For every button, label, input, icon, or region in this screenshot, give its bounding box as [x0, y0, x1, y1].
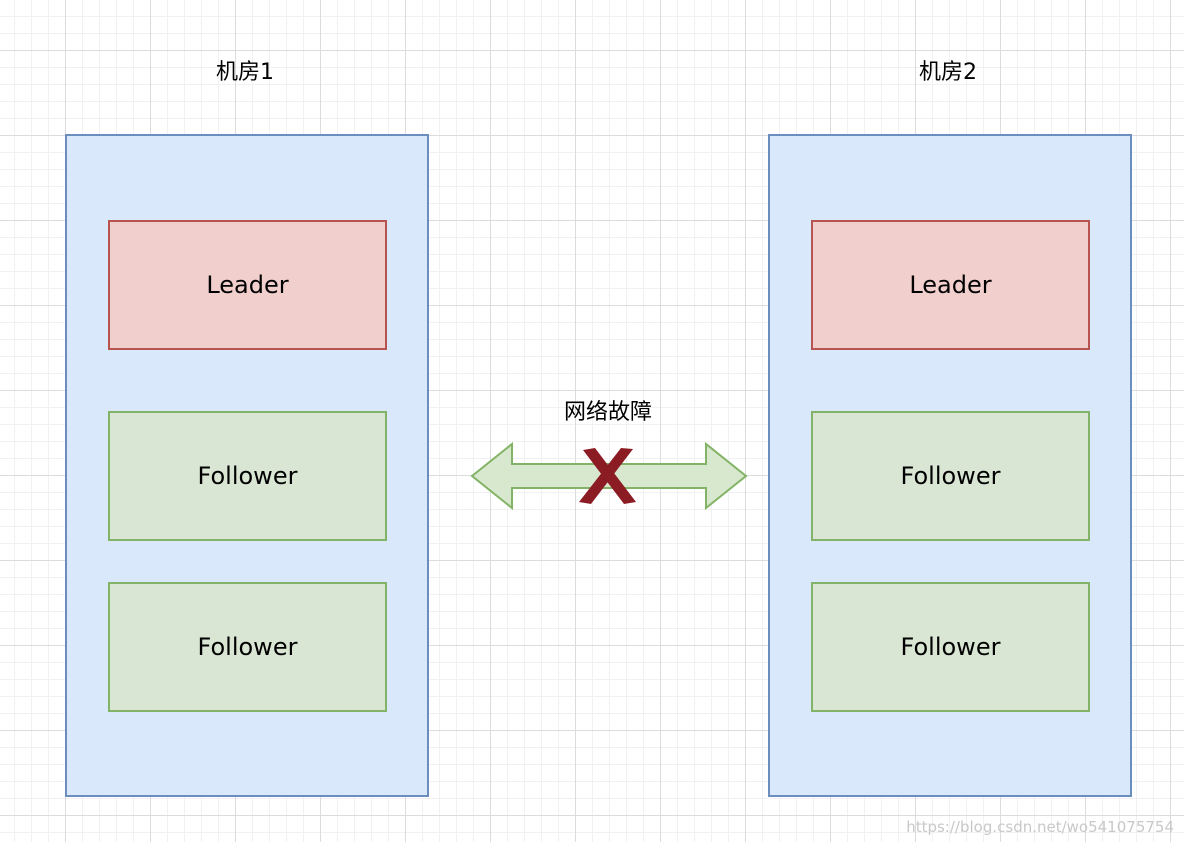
node-label: Follower [900, 462, 1001, 490]
datacenter-1-label: 机房1 [216, 60, 274, 85]
network-link-arrow[interactable] [466, 438, 752, 514]
dc1-leader-node[interactable]: Leader [108, 220, 387, 350]
datacenter-1[interactable]: Leader Follower Follower [65, 134, 429, 797]
node-label: Leader [909, 271, 992, 299]
datacenter-2-label: 机房2 [919, 60, 977, 85]
dc1-follower-node-2[interactable]: Follower [108, 582, 387, 712]
node-label: Follower [197, 633, 298, 661]
cross-stroke-2 [579, 448, 633, 504]
dc2-leader-node[interactable]: Leader [811, 220, 1090, 350]
dc2-follower-node-2[interactable]: Follower [811, 582, 1090, 712]
dc1-follower-node-1[interactable]: Follower [108, 411, 387, 541]
network-fault-label: 网络故障 [563, 400, 652, 425]
cross-icon [579, 448, 636, 504]
datacenter-2[interactable]: Leader Follower Follower [768, 134, 1132, 797]
dc2-follower-node-1[interactable]: Follower [811, 411, 1090, 541]
watermark: https://blog.csdn.net/wo541075754 [906, 818, 1174, 836]
node-label: Leader [206, 271, 289, 299]
node-label: Follower [197, 462, 298, 490]
node-label: Follower [900, 633, 1001, 661]
